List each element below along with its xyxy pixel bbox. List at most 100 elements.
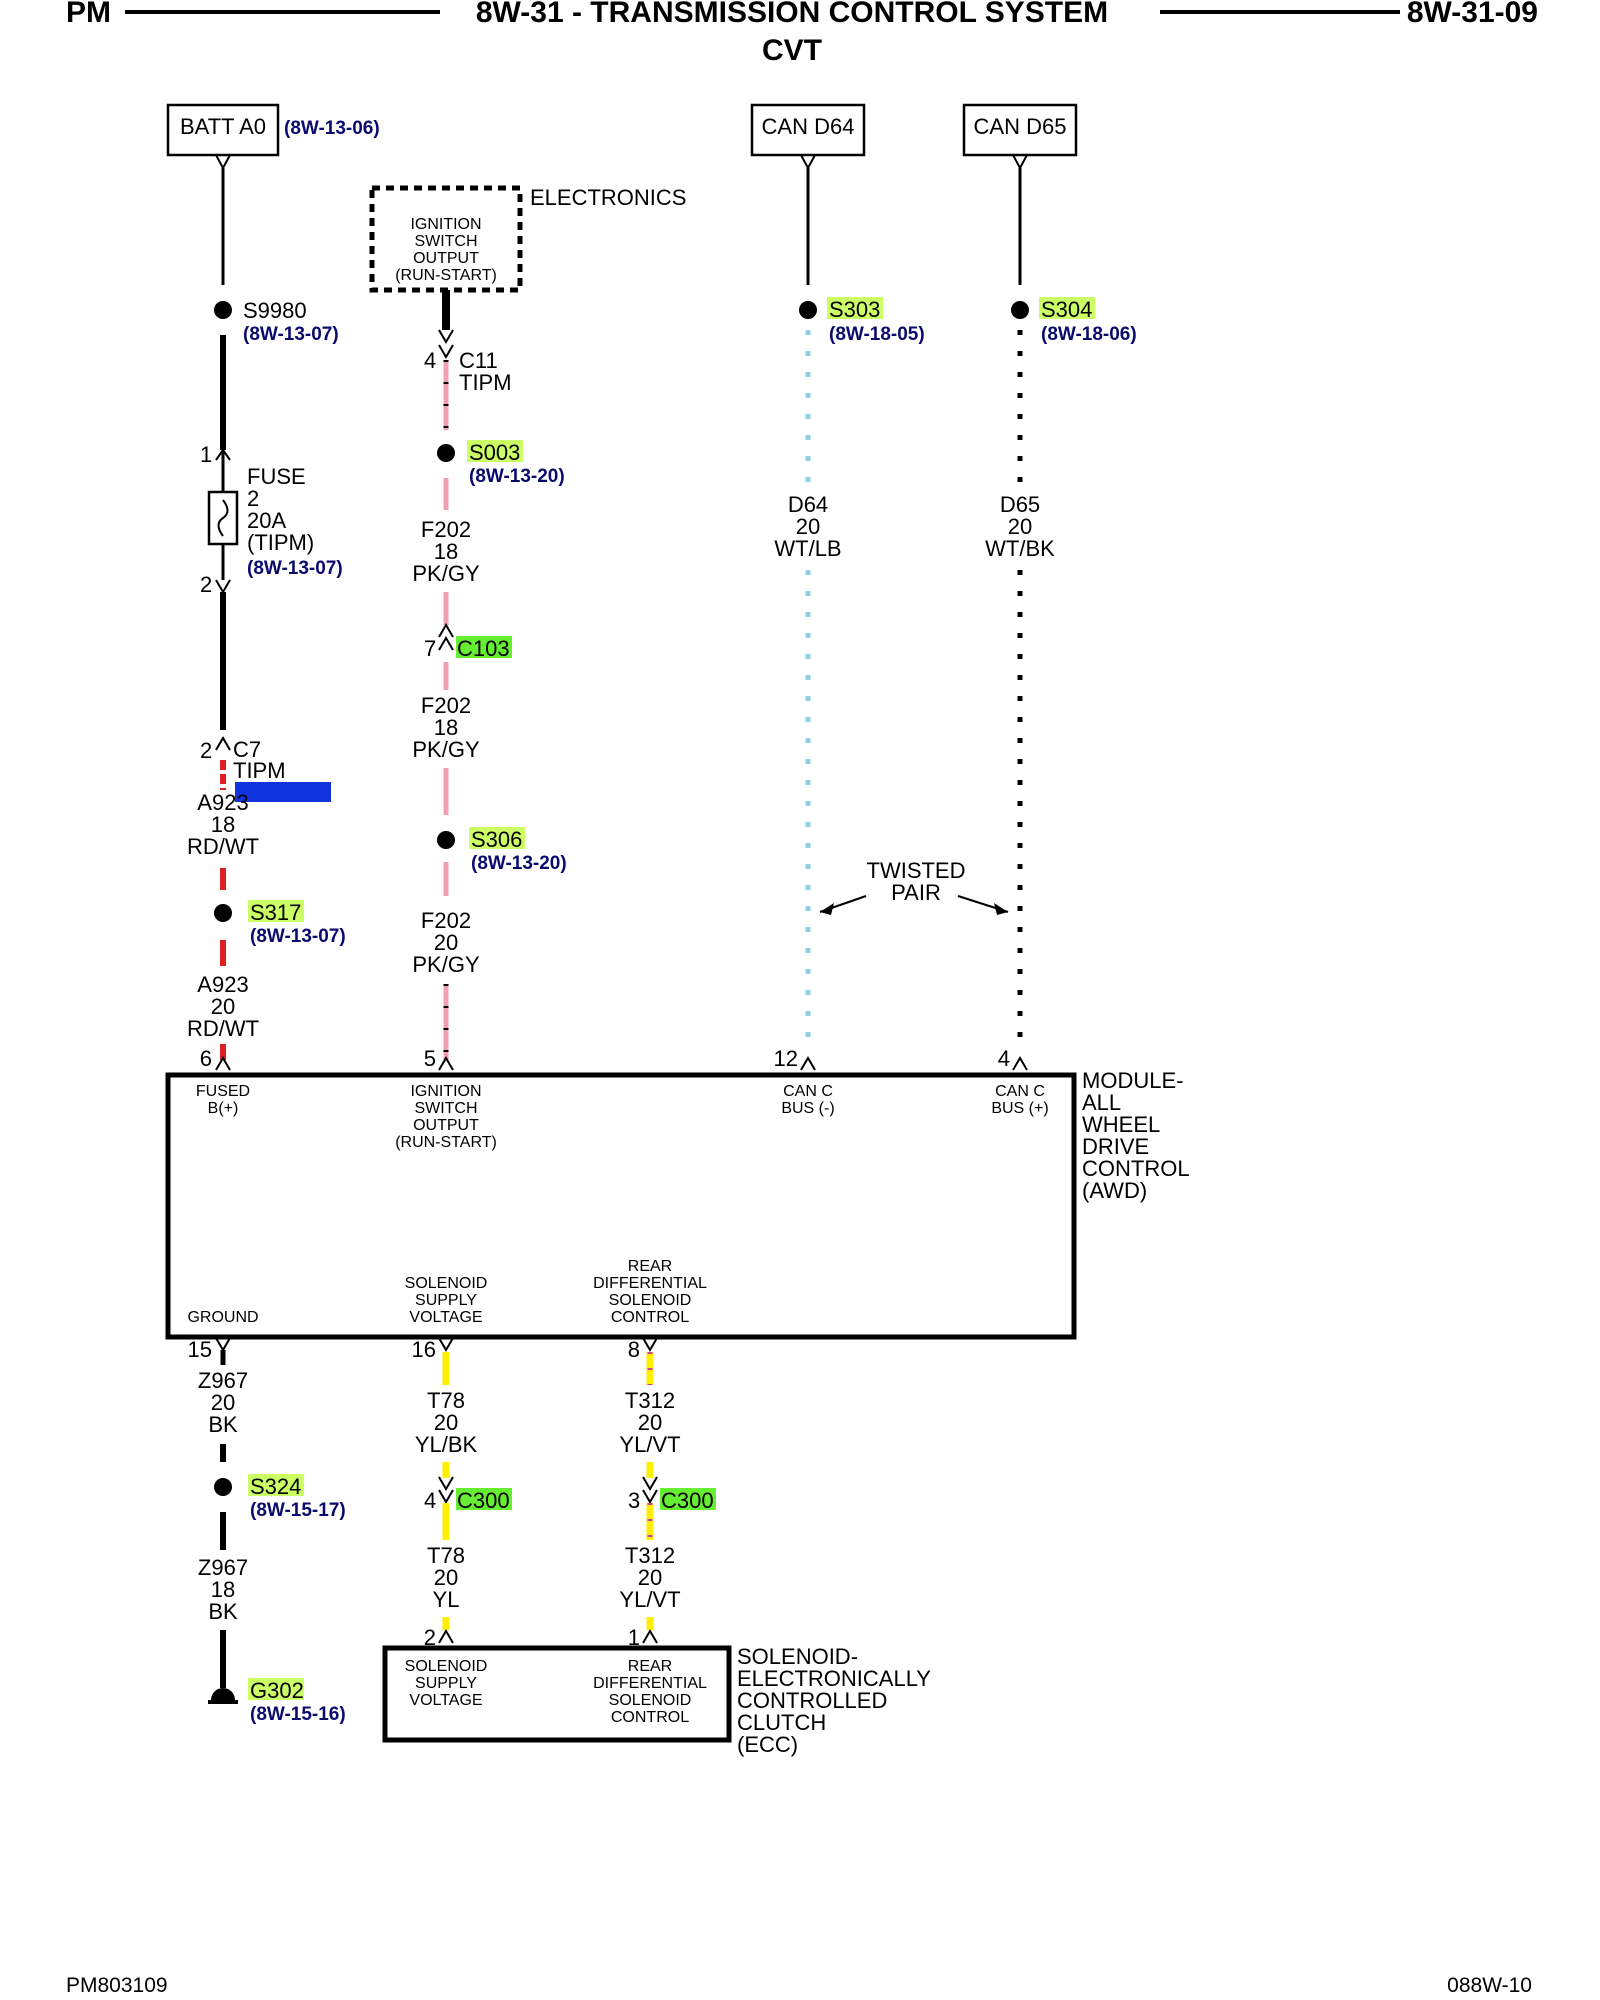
page-title: 8W-31 - TRANSMISSION CONTROL SYSTEM: [476, 0, 1108, 29]
twisted-pair-line-2: PAIR: [891, 880, 941, 905]
t78-a-gauge: 20: [434, 1410, 458, 1435]
can-d64-source: CAN D64: [750, 103, 866, 171]
awd-label-sol-supply-2: SUPPLY: [415, 1292, 477, 1309]
batt-ref[interactable]: (8W-13-06): [284, 118, 380, 139]
awd-label-rear-diff-1: REAR: [628, 1258, 672, 1275]
f202-c-color: PK/GY: [412, 952, 480, 977]
awd-pin-fused-b: 6: [200, 1046, 212, 1071]
electronics-line-4: (RUN-START): [395, 267, 497, 284]
splice-s303-ref[interactable]: (8W-18-05): [829, 324, 925, 345]
a923-b-gauge: 20: [211, 994, 235, 1019]
awd-label-fused-b-2: B(+): [208, 1100, 239, 1117]
twisted-pair-note: TWISTED PAIR: [819, 858, 1009, 915]
awd-name-2: ALL: [1082, 1090, 1121, 1115]
splice-s324-ref[interactable]: (8W-15-17): [250, 1500, 346, 1521]
awd-label-can-minus-2: BUS (-): [781, 1100, 834, 1117]
ground-g302-symbol: [211, 1688, 235, 1700]
t312-a-color: YL/VT: [619, 1432, 680, 1457]
c103-name: C103: [457, 636, 510, 661]
splice-s306-ref[interactable]: (8W-13-20): [471, 853, 567, 874]
d65-gauge: 20: [1008, 514, 1032, 539]
d65-color: WT/BK: [985, 536, 1055, 561]
electronics-label: ELECTRONICS: [530, 185, 686, 210]
electronics-source: IGNITION SWITCH OUTPUT (RUN-START) ELECT…: [369, 185, 686, 293]
page-header: PM 8W-31 - TRANSMISSION CONTROL SYSTEM 8…: [66, 0, 1538, 67]
splice-s9980-id: S9980: [243, 298, 307, 323]
splice-s317-ref[interactable]: (8W-13-07): [250, 926, 346, 947]
awd-label-can-plus-1: CAN C: [995, 1083, 1045, 1100]
splice-s303-id: S303: [829, 297, 880, 322]
t312-a-code: T312: [625, 1388, 675, 1413]
solenoid-ecc-module: SOLENOID SUPPLY VOLTAGE REAR DIFFERENTIA…: [382, 1644, 931, 1757]
c300-a-name: C300: [457, 1488, 510, 1513]
batt-source: BATT A0 (8W-13-06): [166, 103, 380, 171]
a923-b-code: A923: [197, 972, 248, 997]
splice-s324-id: S324: [250, 1474, 301, 1499]
d64-color: WT/LB: [774, 536, 841, 561]
awd-pin-can-minus: 12: [774, 1046, 798, 1071]
z967-b-gauge: 18: [211, 1577, 235, 1602]
splice-s003-ref[interactable]: (8W-13-20): [469, 466, 565, 487]
splice-s306-dot: [437, 831, 455, 849]
twisted-pair-line-1: TWISTED: [867, 858, 966, 883]
splice-s003-dot: [437, 444, 455, 462]
a923-a-code: A923: [197, 790, 248, 815]
footer-left: PM803109: [66, 1974, 168, 1997]
ecc-pin-supply: 2: [424, 1625, 436, 1650]
rear-diff-control-circuit: T312 20 YL/VT 3 C300 T312 20 YL/VT 1: [619, 1352, 716, 1650]
can-d65-source: CAN D65: [962, 103, 1078, 171]
awd-pin-sol-supply: 16: [412, 1337, 436, 1362]
c11-name: C11: [459, 348, 498, 373]
z967-b-color: BK: [208, 1599, 238, 1624]
fuse-line-4: (TIPM): [247, 530, 314, 555]
splice-s317-id: S317: [250, 900, 301, 925]
f202-a-color: PK/GY: [412, 561, 480, 586]
z967-a-code: Z967: [198, 1368, 248, 1393]
f202-c-code: F202: [421, 908, 471, 933]
splice-s003-id: S003: [469, 440, 520, 465]
a923-b-color: RD/WT: [187, 1016, 259, 1041]
splice-s304-id: S304: [1041, 297, 1092, 322]
fuse-ref[interactable]: (8W-13-07): [247, 558, 343, 579]
ecc-name-1: SOLENOID-: [737, 1644, 858, 1669]
ecc-name-2: ELECTRONICALLY: [737, 1666, 931, 1691]
splice-s304-ref[interactable]: (8W-18-06): [1041, 324, 1137, 345]
ecc-pin-rear-diff: 1: [628, 1625, 640, 1650]
ecc-name-4: CLUTCH: [737, 1710, 826, 1735]
ecc-label-supply-3: VOLTAGE: [409, 1692, 482, 1709]
z967-b-code: Z967: [198, 1555, 248, 1580]
awd-label-rear-diff-2: DIFFERENTIAL: [593, 1275, 707, 1292]
t78-b-color: YL: [433, 1587, 460, 1612]
awd-name-5: CONTROL: [1082, 1156, 1190, 1181]
awd-label-ignition-4: (RUN-START): [395, 1134, 497, 1151]
ecc-name-3: CONTROLLED: [737, 1688, 887, 1713]
c300-b-pin: 3: [628, 1488, 640, 1513]
awd-name-4: DRIVE: [1082, 1134, 1149, 1159]
awd-label-can-minus-1: CAN C: [783, 1083, 833, 1100]
can-d65-label: CAN D65: [974, 114, 1067, 139]
header-right: 8W-31-09: [1407, 0, 1538, 29]
d65-code: D65: [1000, 492, 1040, 517]
c11-sub: TIPM: [459, 370, 512, 395]
awd-pin-ignition: 5: [424, 1046, 436, 1071]
ecc-label-rear-diff-2: DIFFERENTIAL: [593, 1675, 707, 1692]
fuse-line-3: 20A: [247, 508, 286, 533]
fuse-pin-top: 1: [200, 442, 212, 467]
solenoid-supply-circuit: T78 20 YL/BK 4 C300 T78 20 YL 2: [415, 1352, 512, 1650]
c11-pin: 4: [424, 348, 436, 373]
page-subtitle: CVT: [762, 34, 822, 67]
c7-pin: 2: [200, 738, 212, 763]
ecc-label-rear-diff-1: REAR: [628, 1658, 672, 1675]
fuse-line-1: FUSE: [247, 464, 306, 489]
awd-label-ground: GROUND: [187, 1309, 258, 1326]
t78-a-color: YL/BK: [415, 1432, 478, 1457]
awd-label-ignition-1: IGNITION: [410, 1083, 481, 1100]
ground-g302-ref[interactable]: (8W-15-16): [250, 1704, 346, 1725]
c7-ref-redaction: [235, 782, 331, 802]
splice-s304-dot: [1011, 301, 1029, 319]
splice-s324-dot: [214, 1478, 232, 1496]
awd-label-sol-supply-1: SOLENOID: [405, 1275, 488, 1292]
splice-s9980-ref[interactable]: (8W-13-07): [243, 324, 339, 345]
batt-label: BATT A0: [180, 114, 266, 139]
footer-right: 088W-10: [1447, 1974, 1532, 1997]
